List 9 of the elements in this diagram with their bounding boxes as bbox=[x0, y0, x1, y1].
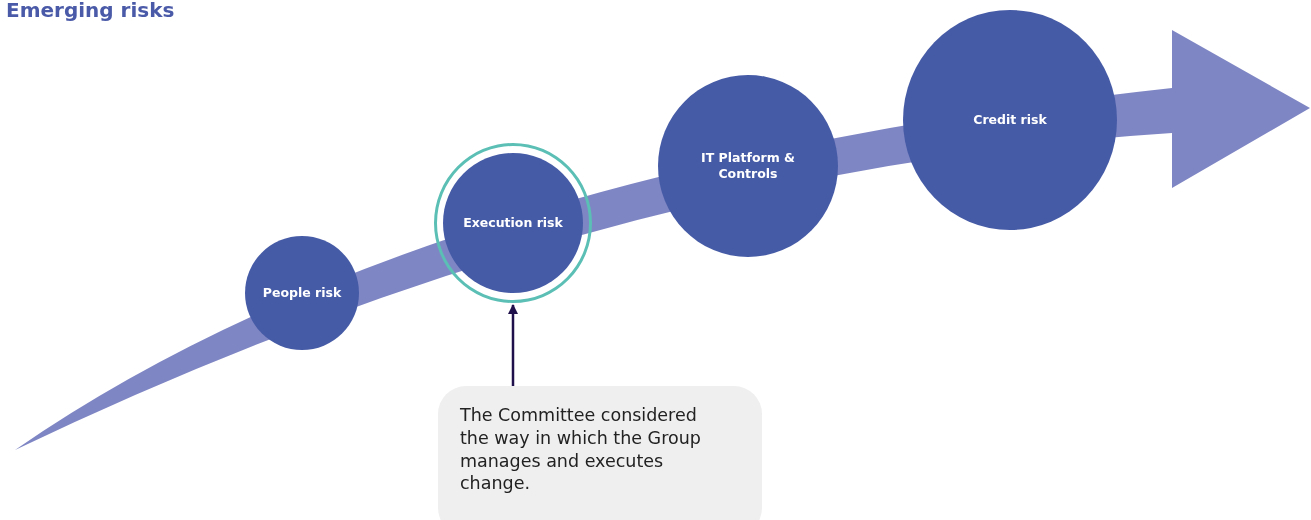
callout-box bbox=[438, 386, 762, 520]
callout-text: The Committee considered the way in which the Group manages and executes change. bbox=[460, 404, 702, 495]
risk-label: People risk bbox=[262, 284, 342, 302]
risk-label: Credit risk bbox=[973, 111, 1047, 129]
risk-label: IT Platform & Controls bbox=[700, 149, 796, 183]
arrow bbox=[508, 304, 518, 386]
title: Emerging risks bbox=[6, 0, 175, 22]
risk-label: Execution risk bbox=[463, 214, 563, 232]
highlighted-risk-circle bbox=[434, 143, 592, 303]
